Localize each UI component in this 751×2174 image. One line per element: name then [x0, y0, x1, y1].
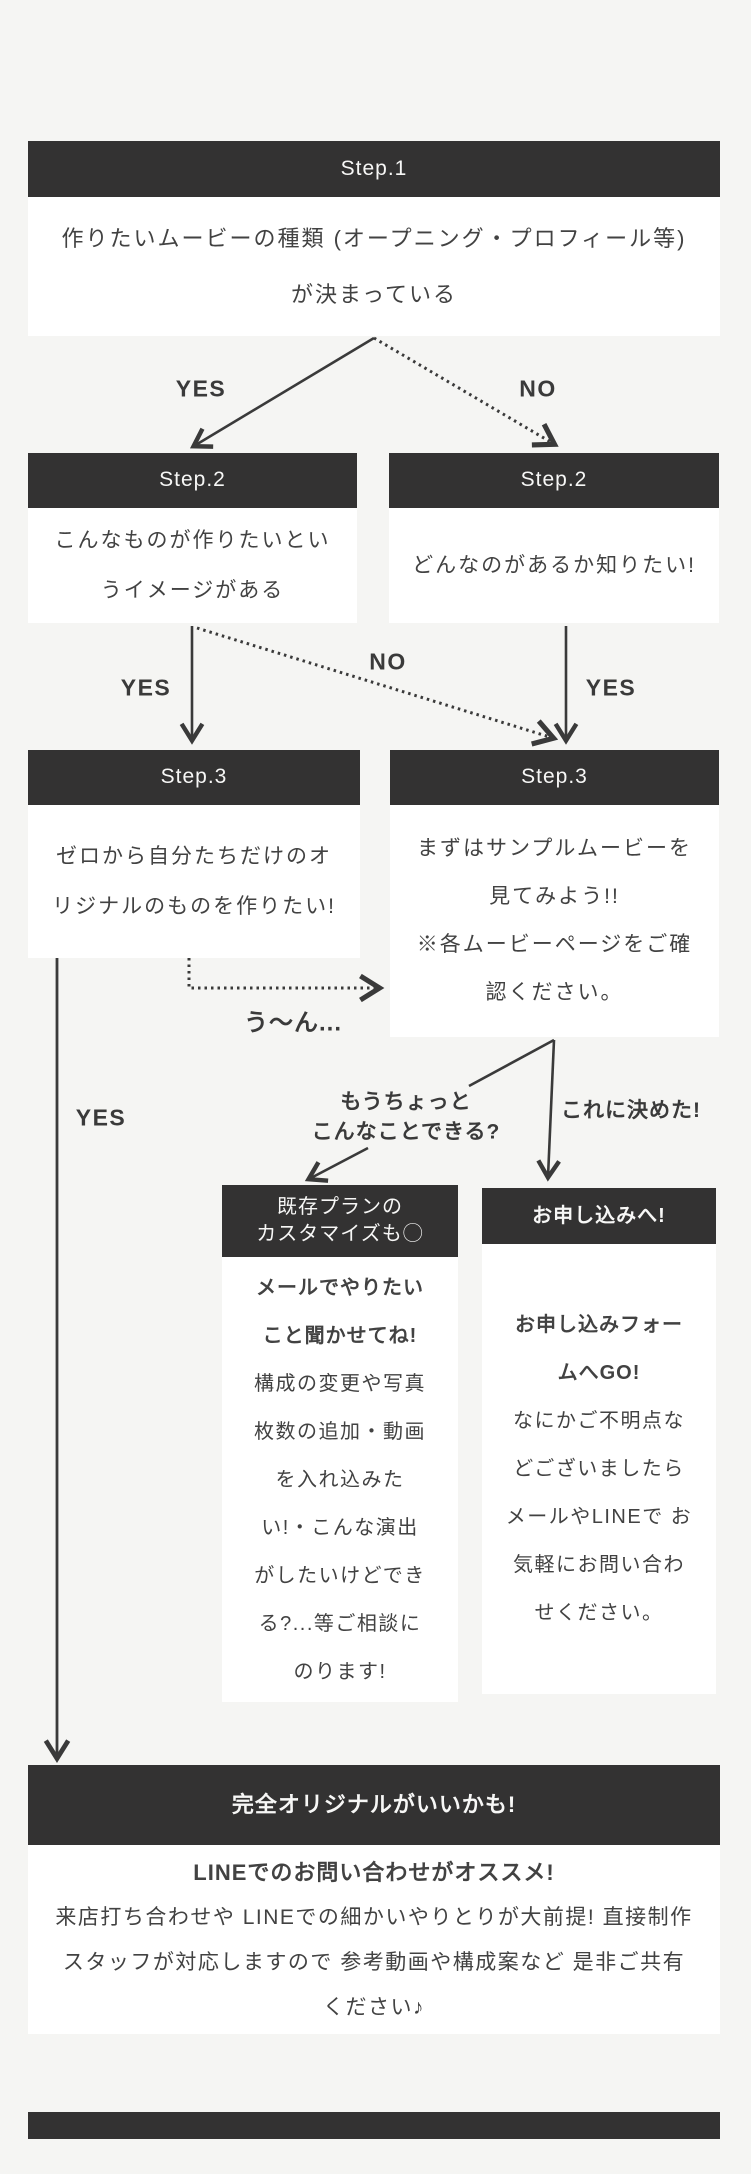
- apply-line: どございましたら: [513, 1458, 685, 1480]
- arrow-decided: [536, 1039, 561, 1182]
- step3-left-header: Step.3: [28, 750, 360, 805]
- customize-line: を入れ込みた: [275, 1468, 405, 1491]
- step2-left-line: こんなものが作りたいとい: [54, 528, 331, 552]
- final-line: スタッフが対応しますので 参考動画や構成案など 是非ご共有: [62, 1950, 686, 1974]
- hmm-label: う〜ん...: [243, 1009, 343, 1037]
- step3-left-line: ゼロから自分たちだけのオ: [56, 844, 332, 868]
- step3-left-box: Step.3 ゼロから自分たちだけのオ リジナルのものを作りたい!: [28, 750, 360, 958]
- decided-label: これに決めた!: [561, 1098, 701, 1122]
- step1-box: Step.1 作りたいムービーの種類 (オープニング・プロフィール等) が決まっ…: [28, 141, 720, 336]
- step3-right-line: 認ください。: [485, 981, 624, 1004]
- apply-bold-line: ムへGO!: [557, 1362, 641, 1384]
- step2-left-header: Step.2: [28, 453, 357, 508]
- customize-bold-line: こと聞かせてね!: [262, 1324, 418, 1347]
- branch2-yes-left-label: YES: [120, 674, 172, 701]
- arrow-hmm: [187, 958, 385, 1003]
- final-line: 来店打ち合わせや LINEでの細かいやりとりが大前提! 直接制作: [55, 1905, 693, 1929]
- next-section-header-partial: [28, 2112, 720, 2139]
- step1-header: Step.1: [28, 141, 720, 197]
- customize-line: る?...等ご相談に: [258, 1612, 422, 1635]
- step3-right-header: Step.3: [390, 750, 719, 805]
- branch1-yes-label: YES: [175, 375, 227, 402]
- more-requests-label: もうちょっと こんなことできる?: [312, 1088, 501, 1149]
- step2-right-header: Step.2: [389, 453, 719, 508]
- branch2-no-label: NO: [369, 648, 407, 675]
- step3-right-line: 見てみよう!!: [489, 885, 620, 908]
- step3-right-box: Step.3 まずはサンプルムービーを 見てみよう!! ※各ムービーページをご確…: [390, 750, 719, 1037]
- customize-line: 枚数の追加・動画: [254, 1420, 426, 1443]
- customize-body: メールでやりたい こと聞かせてね! 構成の変更や写真 枚数の追加・動画 を入れ込…: [222, 1257, 458, 1702]
- customize-header: 既存プランの カスタマイズも◯: [222, 1185, 458, 1257]
- arrow-more-lower: [304, 1146, 369, 1183]
- step2-right-line: どんなのがあるか知りたい!: [412, 553, 696, 577]
- step2-right-box: Step.2 どんなのがあるか知りたい!: [389, 453, 719, 623]
- final-box: 完全オリジナルがいいかも! LINEでのお問い合わせがオススメ! 来店打ち合わせ…: [28, 1765, 720, 2034]
- apply-bold-line: お申し込みフォー: [515, 1314, 683, 1336]
- customize-header-line: カスタマイズも◯: [256, 1223, 424, 1245]
- arrow-no-2: [196, 626, 559, 747]
- final-line: ください♪: [323, 1995, 425, 2019]
- customize-line: い!・こんな演出: [261, 1516, 419, 1539]
- apply-line: 気軽にお問い合わ: [513, 1554, 685, 1576]
- step3-left-line: リジナルのものを作りたい!: [52, 894, 336, 918]
- branch1-no-label: NO: [519, 375, 557, 402]
- customize-line: がしたいけどでき: [254, 1564, 426, 1587]
- final-body: LINEでのお問い合わせがオススメ! 来店打ち合わせや LINEでの細かいやりと…: [28, 1845, 720, 2034]
- apply-line: メールやLINEで お: [505, 1506, 693, 1528]
- apply-body: お申し込みフォー ムへGO! なにかご不明点な どございましたら メールやLIN…: [482, 1244, 716, 1694]
- step3-right-line: ※各ムービーページをご確: [416, 933, 693, 956]
- step2-left-line: うイメージがある: [100, 578, 285, 602]
- customize-bold-line: メールでやりたい: [256, 1276, 424, 1299]
- arrow-more-upper: [468, 1038, 555, 1088]
- customize-box: 既存プランの カスタマイズも◯ メールでやりたい こと聞かせてね! 構成の変更や…: [222, 1185, 458, 1702]
- apply-box: お申し込みへ! お申し込みフォー ムへGO! なにかご不明点な どございましたら…: [482, 1188, 716, 1694]
- customize-line: のります!: [293, 1660, 387, 1683]
- apply-line: せください。: [534, 1602, 664, 1624]
- customize-header-line: 既存プランの: [277, 1196, 403, 1218]
- step2-left-box: Step.2 こんなものが作りたいとい うイメージがある: [28, 453, 357, 623]
- final-header: 完全オリジナルがいいかも!: [28, 1765, 720, 1845]
- apply-header: お申し込みへ!: [482, 1188, 716, 1244]
- more-requests-line: こんなことできる?: [311, 1121, 501, 1144]
- branch3-yes-label: YES: [75, 1104, 127, 1131]
- step1-line: 作りたいムービーの種類 (オープニング・プロフィール等): [61, 225, 687, 251]
- step1-body: 作りたいムービーの種類 (オープニング・プロフィール等) が決まっている: [28, 197, 720, 336]
- step3-right-body: まずはサンプルムービーを 見てみよう!! ※各ムービーページをご確 認ください。: [390, 805, 719, 1037]
- apply-line: なにかご不明点な: [513, 1410, 685, 1432]
- step3-left-body: ゼロから自分たちだけのオ リジナルのものを作りたい!: [28, 805, 360, 958]
- customize-line: 構成の変更や写真: [254, 1372, 426, 1395]
- branch2-yes-right-label: YES: [585, 674, 637, 701]
- step2-left-body: こんなものが作りたいとい うイメージがある: [28, 508, 357, 623]
- step2-right-body: どんなのがあるか知りたい!: [389, 508, 719, 623]
- more-requests-line: もうちょっと: [340, 1090, 472, 1114]
- final-bold-line: LINEでのお問い合わせがオススメ!: [193, 1859, 555, 1885]
- step3-right-line: まずはサンプルムービーを: [417, 837, 692, 860]
- step1-line: が決まっている: [290, 281, 458, 307]
